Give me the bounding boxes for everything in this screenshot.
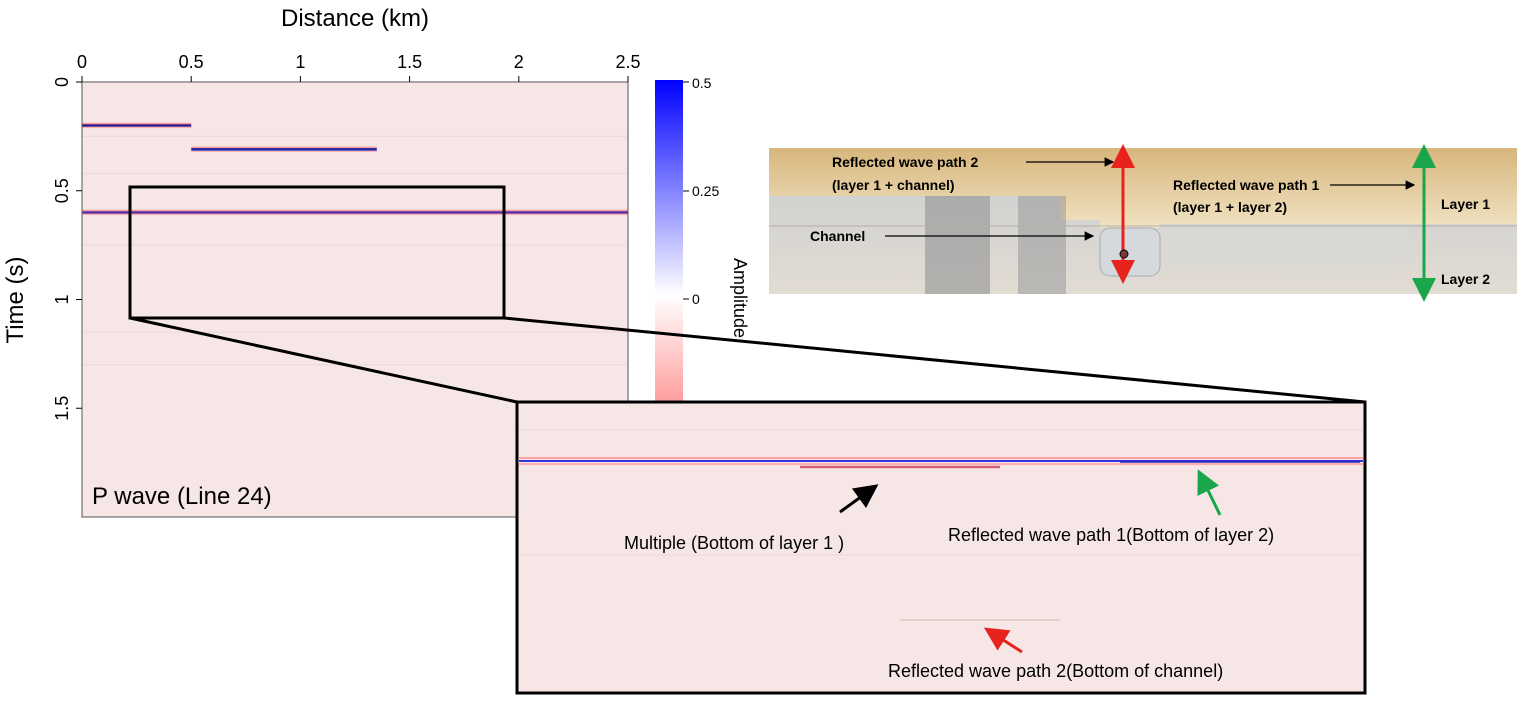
y-tick-label: 1.5: [52, 396, 72, 421]
zoom-connector-left: [129, 316, 518, 404]
channel-label: Channel: [810, 228, 865, 244]
y-tick-label: 0.5: [52, 178, 72, 203]
zoom-inset: Multiple (Bottom of layer 1 ) Reflected …: [515, 400, 1367, 695]
path1-annotation: Reflected wave path 1(Bottom of layer 2): [948, 525, 1274, 545]
x-tick-label: 2.5: [615, 52, 640, 72]
path2-label-line1: Reflected wave path 2: [832, 154, 978, 170]
y-tick-label: 0: [52, 77, 72, 87]
multiple-arrow: [839, 484, 879, 514]
path2-label-line2: (layer 1 + channel): [832, 177, 955, 193]
zoom-indicator: [128, 185, 1366, 404]
colorbar-label: Amplitude: [730, 258, 750, 338]
layer2-label: Layer 2: [1441, 271, 1490, 287]
x-tick-label: 2: [514, 52, 524, 72]
colorbar-tick-max: 0.5: [692, 75, 712, 91]
y-axis-ticks: 0 0.5 1 1.5: [52, 77, 82, 421]
path2-inset-arrow: [983, 627, 1023, 654]
channel-marker: [1119, 249, 1129, 259]
x-axis-label: Distance (km): [281, 5, 429, 32]
path1-label-line2: (layer 1 + layer 2): [1173, 199, 1287, 215]
reflector-layer: [82, 122, 628, 366]
x-tick-label: 0.5: [179, 52, 204, 72]
layer1-label: Layer 1: [1441, 196, 1490, 212]
y-axis-label: Time (s): [2, 256, 29, 343]
path2-annotation: Reflected wave path 2(Bottom of channel): [888, 661, 1223, 681]
path1-inset-arrow: [1197, 469, 1222, 516]
y-tick-label: 1: [52, 294, 72, 304]
photo-texture: [769, 196, 1517, 294]
colorbar-tick-mid: 0.25: [692, 183, 719, 199]
inset-reflectors: [519, 429, 1363, 621]
x-tick-label: 0: [77, 52, 87, 72]
model-photo: Reflected wave path 2 (layer 1 + channel…: [769, 144, 1517, 302]
x-axis-ticks: 0 0.5 1 1.5 2 2.5: [77, 52, 641, 82]
x-tick-label: 1: [295, 52, 305, 72]
inset-background: [515, 400, 1367, 695]
path1-label-line1: Reflected wave path 1: [1173, 177, 1319, 193]
sand-layer-1: [769, 148, 1517, 228]
x-tick-label: 1.5: [397, 52, 422, 72]
zoom-connector-right: [503, 316, 1366, 404]
colorbar-tick-zero: 0: [692, 291, 700, 307]
zoom-box: [128, 185, 506, 320]
seismic-panel: 0 0.5 1 1.5 2 2.5 0 0.5 1 1.5 Distance (km) Time…: [2, 5, 641, 518]
panel-label: P wave (Line 24): [92, 483, 272, 510]
multiple-annotation: Multiple (Bottom of layer 1 ): [624, 533, 844, 553]
